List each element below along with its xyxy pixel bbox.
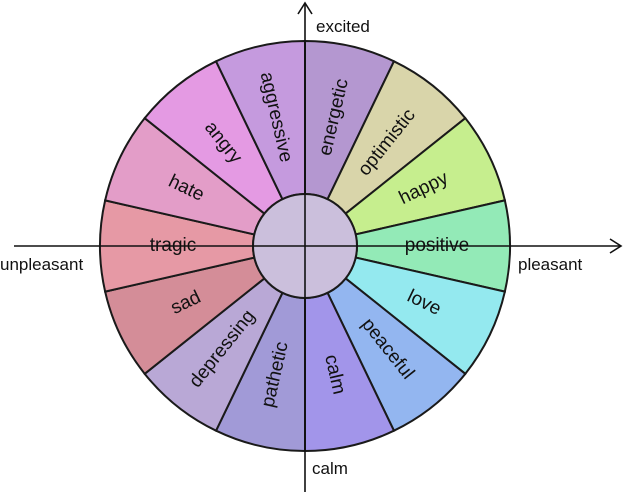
vertical-axis-arrowhead [297, 1, 313, 15]
axis-label-right: pleasant [518, 255, 583, 274]
axis-label-bottom: calm [312, 459, 348, 478]
horizontal-axis-arrowhead [609, 238, 623, 254]
axis-label-left: unpleasant [0, 255, 83, 274]
axis-label-top: excited [316, 17, 370, 36]
